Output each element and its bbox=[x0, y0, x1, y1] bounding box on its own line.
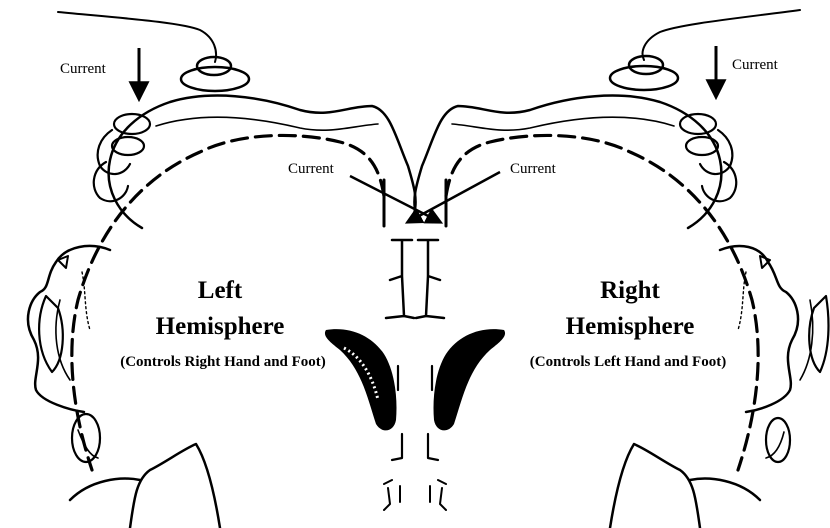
current-arrow-mid-left bbox=[350, 176, 440, 222]
left-ventricle bbox=[325, 329, 397, 430]
left-electrode-wire bbox=[58, 12, 216, 62]
right-ventricle bbox=[434, 329, 506, 430]
left-hemisphere-title-line2: Hemisphere bbox=[120, 314, 320, 339]
right-hemisphere-subtitle: (Controls Left Hand and Foot) bbox=[504, 355, 752, 370]
left-midline-tick-a bbox=[386, 240, 414, 318]
right-hemisphere-title-line1: Right bbox=[560, 278, 700, 303]
right-homunculus-hand bbox=[766, 418, 790, 462]
right-hemisphere-drawing bbox=[414, 10, 828, 528]
left-homunculus-hand bbox=[72, 414, 100, 462]
left-homunculus-mouth bbox=[39, 296, 63, 372]
right-lower-contour bbox=[690, 479, 760, 500]
right-cortex-inner-fold bbox=[452, 117, 674, 130]
right-electrode bbox=[610, 56, 678, 90]
left-gyri bbox=[94, 114, 150, 201]
left-lower-contour bbox=[70, 479, 140, 500]
right-homunculus-face bbox=[720, 246, 798, 412]
left-hemisphere-drawing bbox=[28, 12, 416, 528]
right-hemisphere-title-line2: Hemisphere bbox=[530, 314, 730, 339]
current-arrow-mid-right bbox=[408, 172, 500, 222]
current-label-top-right: Current bbox=[732, 58, 778, 73]
left-cortex-outline bbox=[109, 96, 416, 228]
right-homunculus-arm bbox=[610, 444, 700, 528]
left-midline-tick-c bbox=[384, 480, 400, 510]
current-label-top-left: Current bbox=[60, 62, 106, 77]
right-homunculus-eye bbox=[760, 256, 770, 268]
right-lip-line bbox=[800, 300, 813, 380]
left-homunculus-face bbox=[28, 246, 110, 412]
right-midline-tick-a bbox=[416, 240, 444, 318]
left-cortex-inner-fold bbox=[156, 117, 378, 130]
left-homunculus-arm bbox=[130, 444, 220, 528]
right-cortex-outline bbox=[414, 96, 721, 228]
right-midline-tick-c bbox=[430, 480, 446, 510]
current-label-mid-left: Current bbox=[288, 162, 334, 177]
right-electrode-wire bbox=[643, 10, 800, 60]
left-hemisphere-subtitle: (Controls Right Hand and Foot) bbox=[92, 355, 354, 370]
right-gyri bbox=[680, 114, 736, 201]
current-label-mid-right: Current bbox=[510, 162, 556, 177]
left-hemisphere-title-line1: Left bbox=[150, 278, 290, 303]
